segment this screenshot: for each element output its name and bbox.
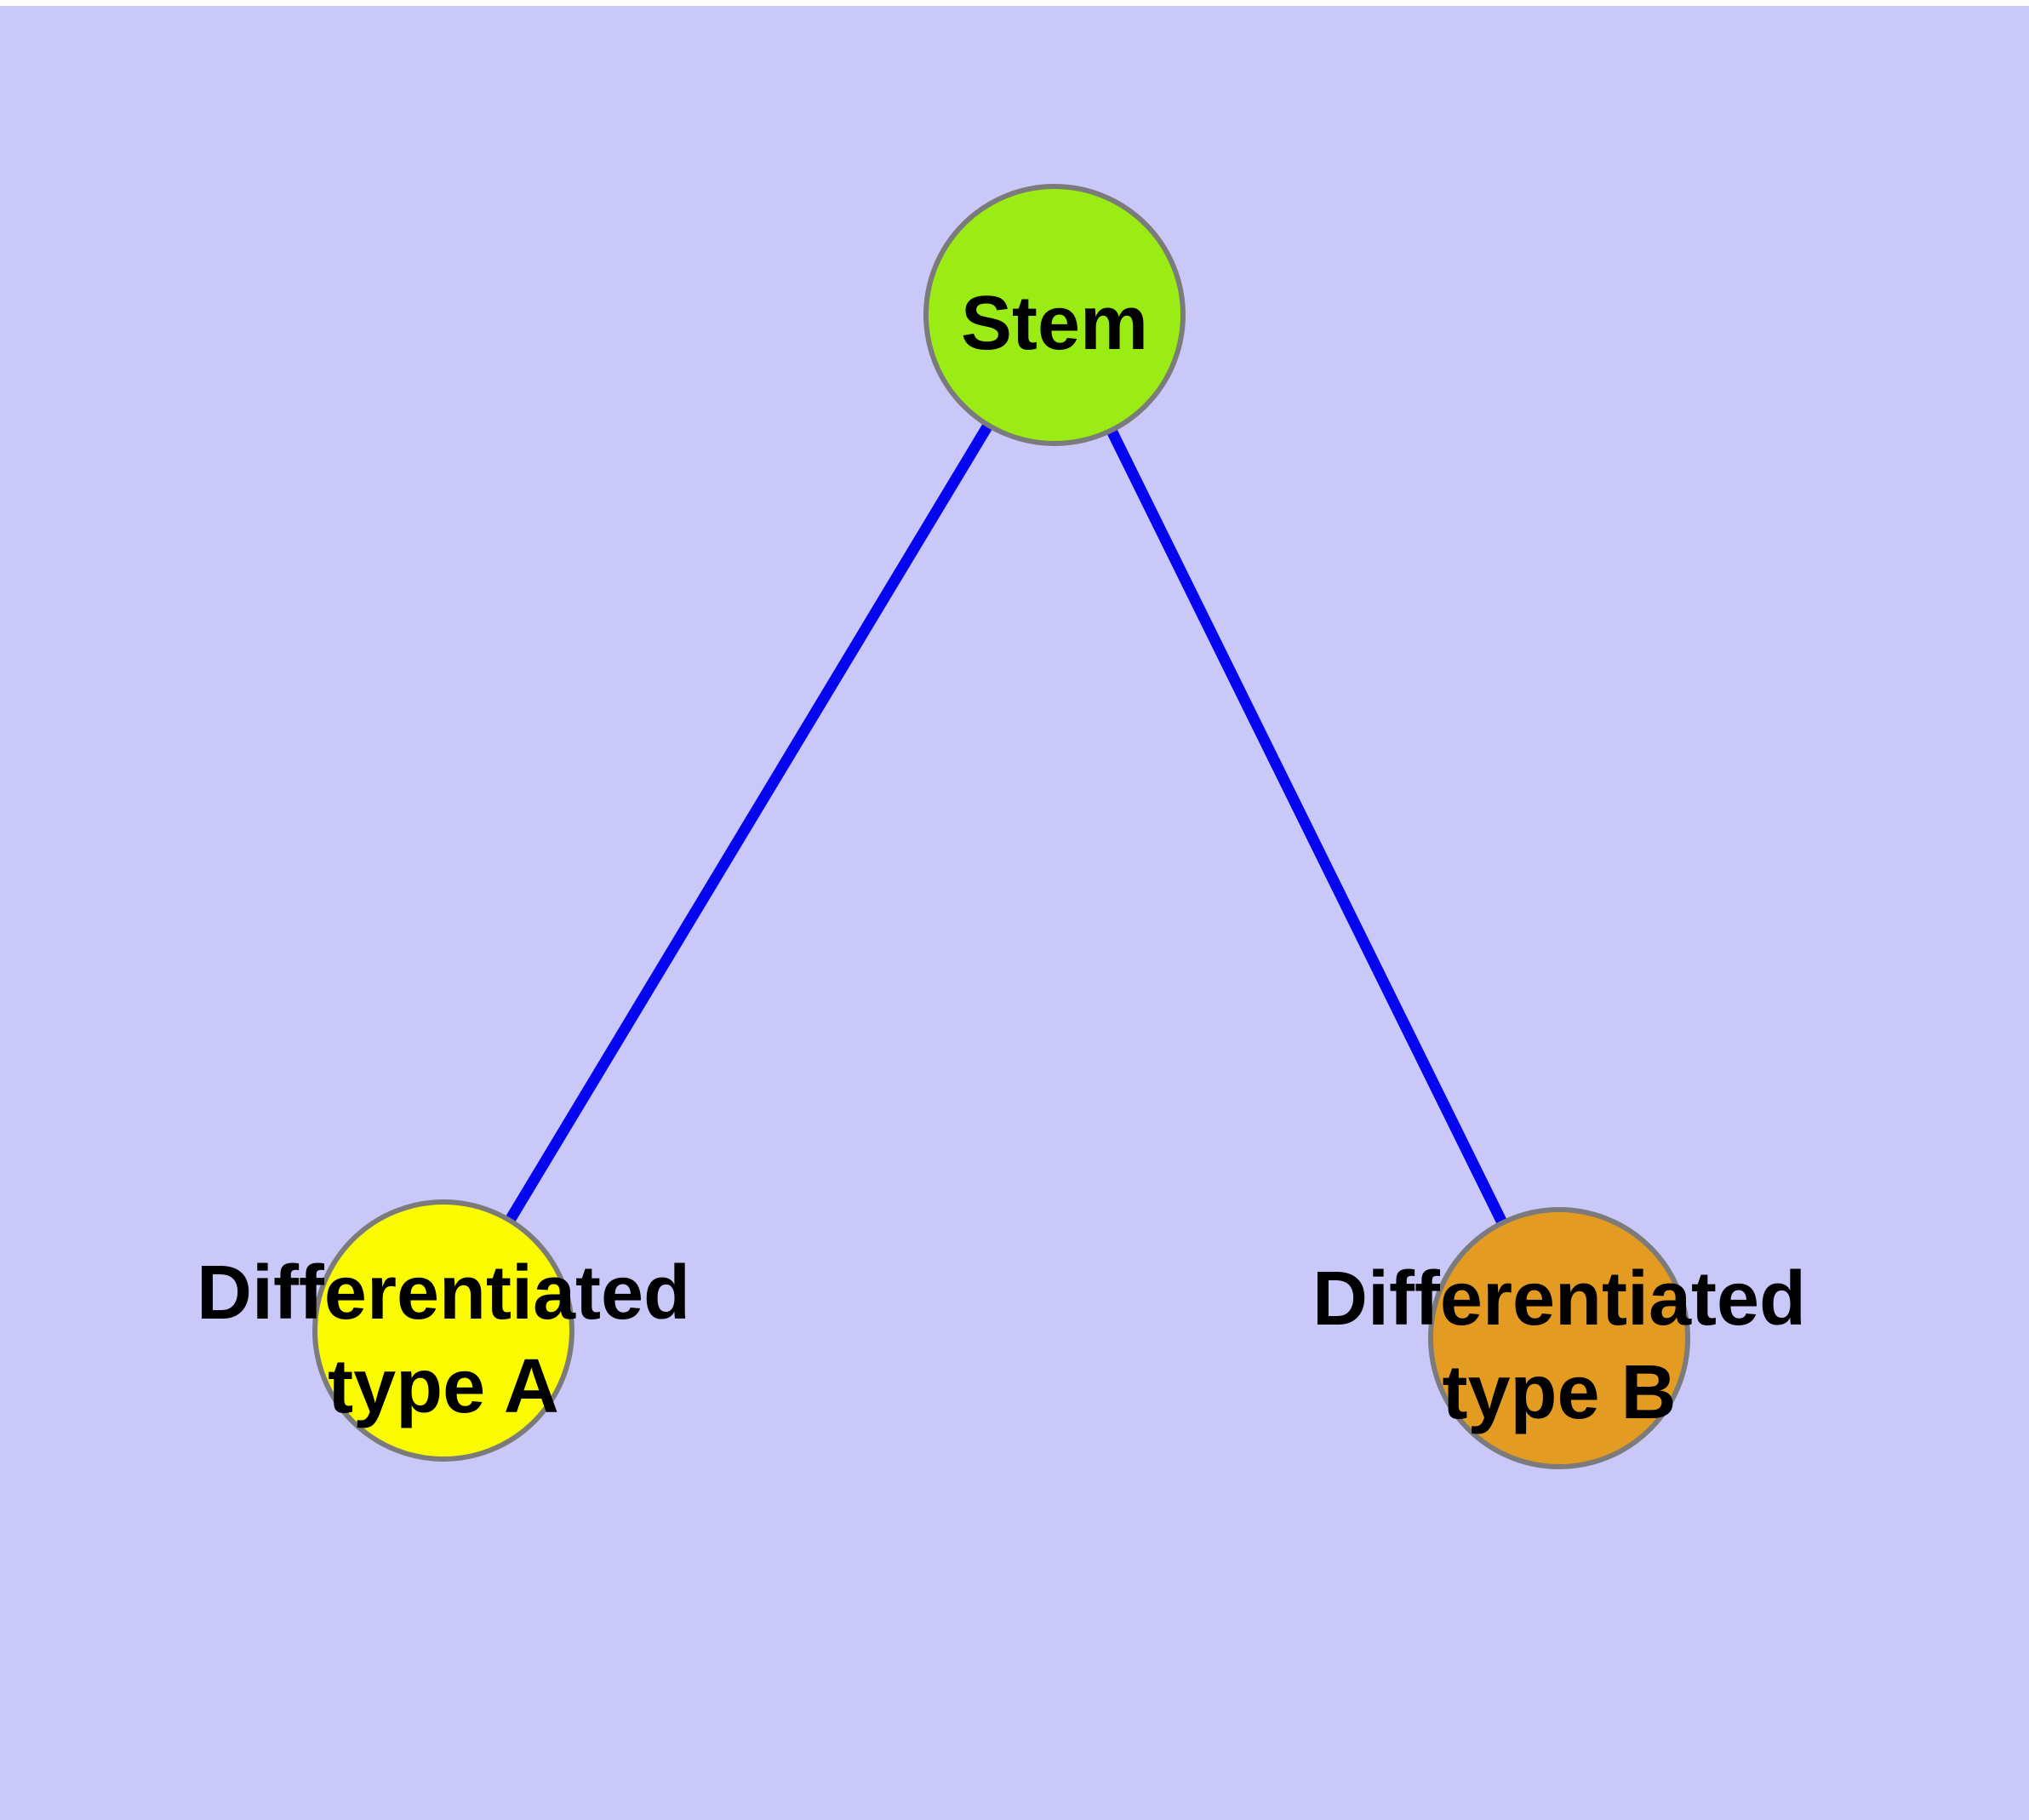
labels-layer: Stem Differentiated type A Differentiate… [197,281,1806,1435]
edge-stem-to-type-b [1049,312,1564,1341]
node-type-a-label-line-2: type A [328,1344,559,1429]
top-white-strip [0,0,2029,6]
nodes-layer [312,184,1690,1469]
edge-stem-to-type-a [438,312,1060,1334]
node-type-a-circle [312,1199,574,1462]
node-type-b-circle [1428,1207,1690,1469]
node-type-a-label-line-1: Differentiated [197,1251,690,1336]
node-type-b-label-line-1: Differentiated [1312,1256,1806,1342]
node-stem-label: Stem [961,281,1148,366]
edges-layer [438,312,1564,1341]
node-type-b-label-line-2: type B [1442,1350,1676,1435]
node-stem-circle [923,184,1186,446]
